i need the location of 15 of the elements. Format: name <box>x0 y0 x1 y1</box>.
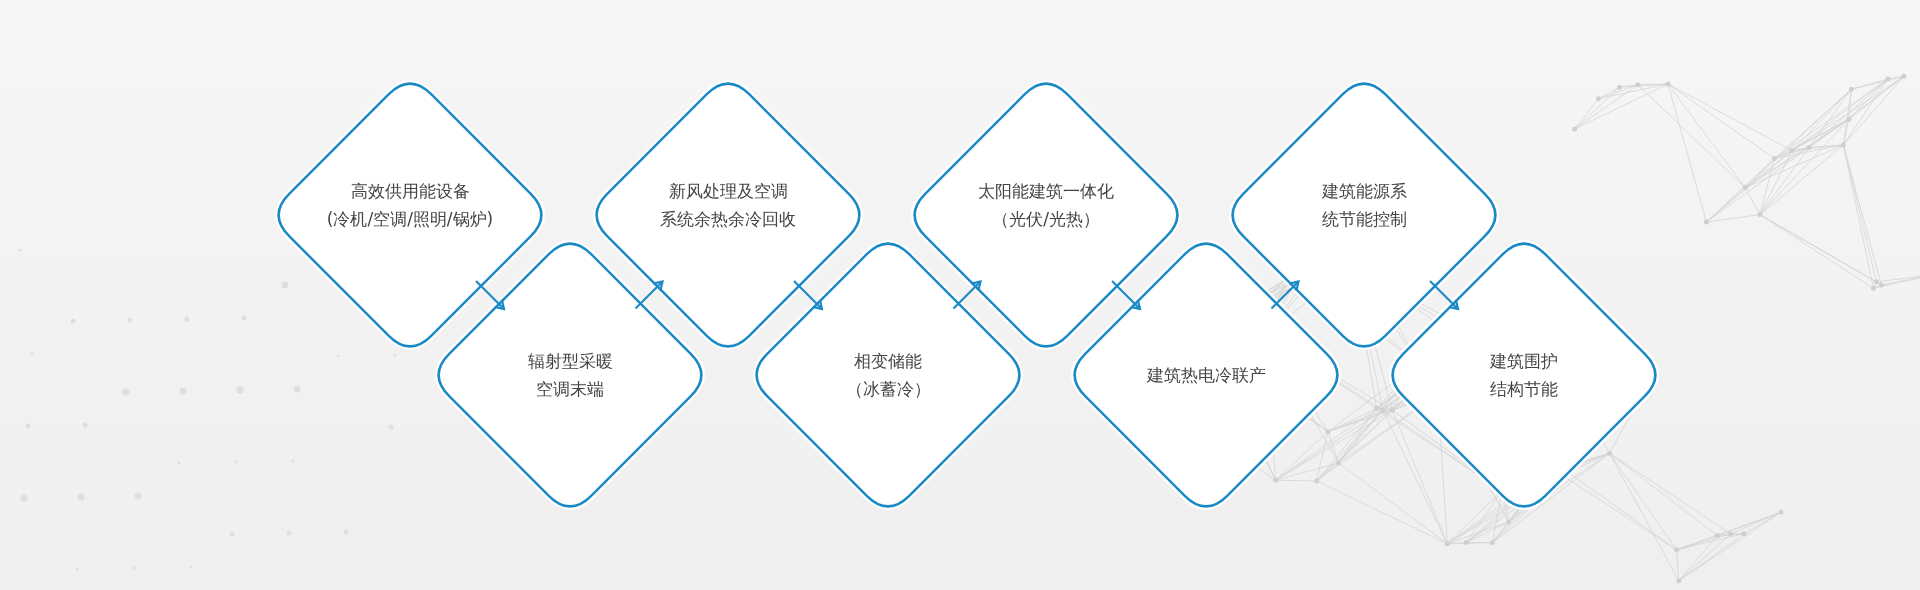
arrow <box>634 280 664 310</box>
diamond-label: 建筑围护结构节能 <box>1489 350 1559 401</box>
diamond-label: 高效供用能设备(冷机/空调/照明/锅炉) <box>325 180 495 231</box>
diamond-label: 建筑能源系统节能控制 <box>1320 180 1408 231</box>
arrow <box>1429 280 1460 311</box>
diamond-label: 太阳能建筑一体化（光伏/光热） <box>977 180 1115 231</box>
arrow <box>793 280 824 311</box>
diamond-label: 相变储能（冰蓄冷） <box>844 350 932 401</box>
diamond-label: 辐射型采暖空调末端 <box>526 350 614 401</box>
arrow <box>952 280 982 310</box>
arrow <box>1270 280 1300 310</box>
diamond-label: 建筑热电冷联产 <box>1145 364 1267 387</box>
diamond-label: 新风处理及空调系统余热余冷回收 <box>659 180 797 231</box>
arrow <box>1111 280 1142 311</box>
arrow <box>475 280 506 311</box>
